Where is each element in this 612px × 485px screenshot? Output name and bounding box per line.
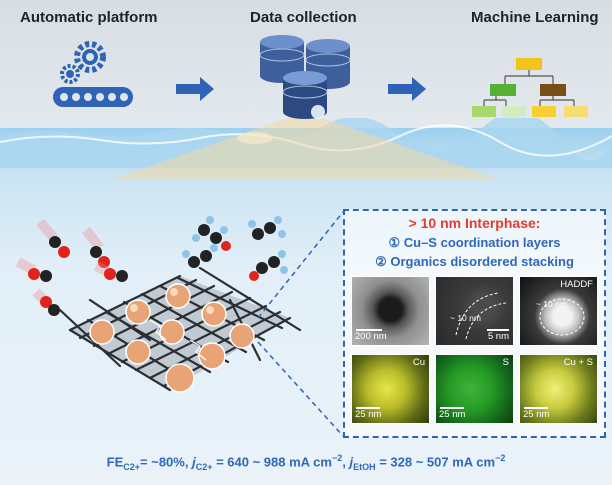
title-automatic-platform: Automatic platform bbox=[20, 9, 158, 26]
j-c2-unit-exponent: −2 bbox=[331, 453, 343, 463]
scale-bar bbox=[487, 329, 509, 331]
separator: , bbox=[342, 454, 350, 470]
arrow-right-icon bbox=[388, 77, 426, 101]
j-etoh-value: = 328 ~ 507 mA cm bbox=[375, 454, 496, 470]
zoom-callout-lines bbox=[257, 211, 344, 437]
decision-tree-icon bbox=[483, 70, 575, 106]
cu-s-overlay-map: Cu + S 25 nm bbox=[519, 354, 598, 424]
haddf-label: HADDF bbox=[560, 279, 593, 290]
j-c2-label: j bbox=[192, 454, 196, 470]
thickness-annotation: ~ 10 nm bbox=[536, 299, 567, 309]
s-label: S bbox=[502, 357, 509, 368]
lightning-sparkle bbox=[149, 319, 207, 361]
scale-bar bbox=[440, 407, 464, 409]
scale-label: 25 nm bbox=[523, 409, 550, 420]
fe-value: = ~80%, bbox=[140, 454, 193, 470]
scale-bar bbox=[356, 329, 382, 331]
interphase-panel: > 10 nm Interphase: ① Cu–S coordination … bbox=[343, 209, 606, 438]
scale-bar bbox=[524, 407, 548, 409]
scale-label: 25 nm bbox=[439, 409, 466, 420]
j-etoh-label: j bbox=[349, 454, 354, 470]
cu-eds-map: Cu 25 nm bbox=[351, 354, 430, 424]
fe-subscript: C2+ bbox=[123, 461, 141, 472]
molecule-icon bbox=[182, 216, 288, 281]
performance-metrics: FEC2+= ~80%, jC2+ = 640 ~ 988 mA cm−2, j… bbox=[0, 453, 612, 472]
tem-micrograph-1: 200 nm bbox=[351, 276, 430, 346]
gear-icon bbox=[60, 41, 106, 84]
j-etoh-unit-exponent: −2 bbox=[495, 453, 506, 463]
j-etoh-subscript: EtOH bbox=[353, 461, 376, 472]
j-c2-value: = 640 ~ 988 mA cm bbox=[212, 454, 332, 470]
interphase-outline bbox=[539, 298, 585, 336]
interphase-outline bbox=[455, 292, 507, 340]
j-c2-subscript: C2+ bbox=[195, 461, 213, 472]
scale-bar bbox=[356, 407, 380, 409]
molecule-icon bbox=[15, 218, 128, 316]
scale-label: 25 nm bbox=[355, 409, 382, 420]
haddf-micrograph: HADDF ~ 10 nm bbox=[519, 276, 598, 346]
tem-micrograph-2: ~ 10 nm 5 nm bbox=[435, 276, 514, 346]
arrow-right-icon bbox=[176, 77, 214, 101]
scale-label: 5 nm bbox=[487, 331, 509, 342]
catalyst-particle-icon bbox=[89, 283, 255, 393]
title-machine-learning: Machine Learning bbox=[471, 9, 599, 26]
cu-label: Cu bbox=[412, 357, 425, 368]
database-icon bbox=[259, 35, 351, 119]
conveyor-icon bbox=[53, 87, 133, 107]
s-eds-map: S 25 nm bbox=[435, 354, 514, 424]
decision-tree-nodes bbox=[472, 58, 588, 117]
scale-label: 200 nm bbox=[355, 331, 387, 342]
interphase-point-1: ① Cu–S coordination layers bbox=[388, 235, 561, 250]
title-data-collection: Data collection bbox=[250, 9, 357, 26]
fe-label: FE bbox=[106, 454, 124, 470]
thickness-annotation: ~ 10 nm bbox=[450, 313, 481, 323]
cu-s-label: Cu + S bbox=[563, 357, 593, 368]
interphase-heading: > 10 nm Interphase: bbox=[408, 215, 541, 231]
interphase-point-2: ② Organics disordered stacking bbox=[375, 254, 574, 269]
